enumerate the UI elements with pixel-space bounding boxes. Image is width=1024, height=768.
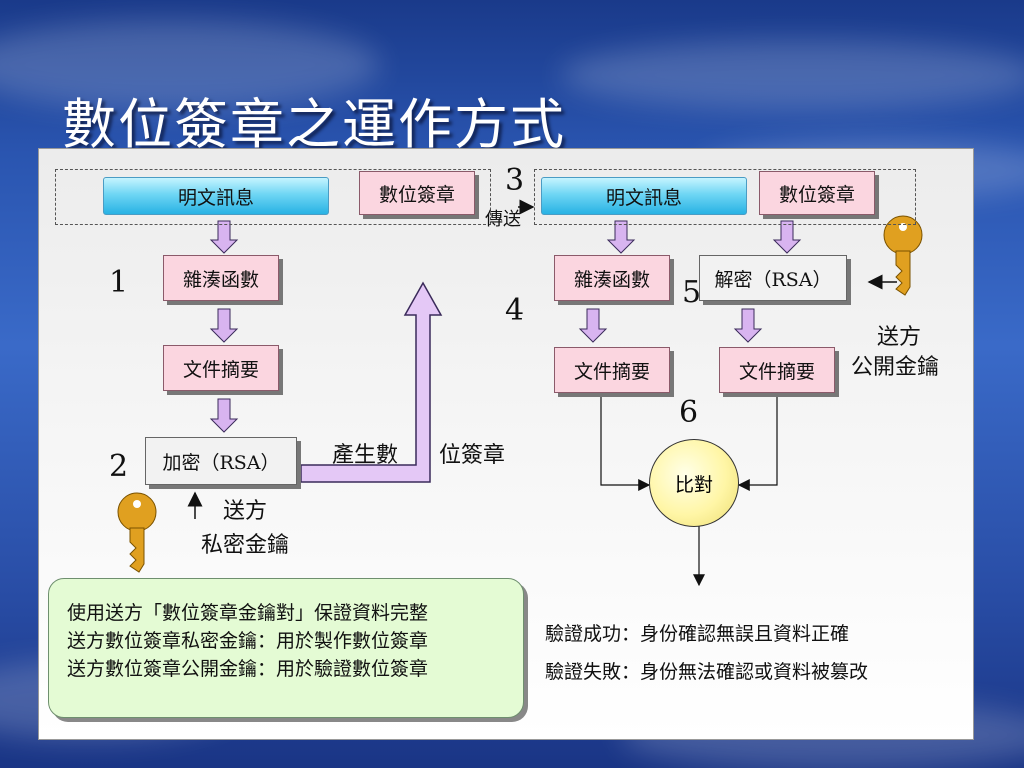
receiver-message-box: 明文訊息 [541, 177, 747, 215]
step-number-6: 6 [679, 395, 699, 430]
sender-message-box: 明文訊息 [103, 177, 329, 215]
receiver-hash-box: 雜湊函數 [554, 255, 670, 301]
note-line-1: 使用送方「數位簽章金鑰對」保證資料完整 [67, 602, 429, 624]
step-number-4: 4 [505, 293, 525, 328]
arrow-down-decrypt-to-digest [733, 308, 763, 343]
line-digest-left-to-compare [600, 392, 651, 491]
arrow-down-hash-to-digest [209, 308, 239, 343]
receiver-decrypt-box: 解密（RSA） [699, 255, 847, 301]
connector-layer [117, 199, 923, 587]
note-line-2: 送方數位簽章私密金鑰：用於製作數位簽章 [67, 630, 429, 652]
sender-signature-box: 數位簽章 [359, 171, 475, 215]
step-number-2: 2 [109, 449, 129, 484]
private-key-label-2: 私密金鑰 [201, 533, 290, 558]
step-number-5: 5 [682, 275, 702, 310]
receiver-digest-left-box: 文件摘要 [554, 347, 670, 393]
result-failure: 驗證失敗：身份無法確認或資料被篡改 [545, 661, 869, 683]
receiver-package-frame [534, 169, 916, 225]
public-key-label-2: 公開金鑰 [851, 355, 940, 380]
public-key-icon [883, 215, 923, 296]
line-digest-right-to-compare [737, 392, 778, 491]
step-number-3: 3 [505, 163, 525, 198]
arrow-produce-signature [300, 281, 443, 483]
arrow-down-msg-to-hash [209, 220, 239, 254]
result-success: 驗證成功：身份確認無誤且資料正確 [545, 623, 850, 645]
produce-signature-label-2: 位簽章 [439, 443, 506, 468]
diagram-panel: 明文訊息 數位簽章 雜湊函數 文件摘要 加密（RSA） 產生數 位簽章 送方 私… [38, 148, 974, 740]
public-key-label-1: 送方 [877, 325, 922, 350]
receiver-digest-right-box: 文件摘要 [719, 347, 835, 393]
arrow-down-digest-to-encrypt [209, 398, 239, 433]
transfer-label: 傳送 [485, 209, 521, 230]
arrow-down-rmsg-to-hash [606, 220, 636, 254]
sender-package-frame [55, 169, 491, 225]
sender-digest-box: 文件摘要 [163, 345, 279, 391]
key-pair-note: 使用送方「數位簽章金鑰對」保證資料完整 送方數位簽章私密金鑰：用於製作數位簽章 … [48, 578, 524, 718]
private-key-icon [117, 492, 157, 573]
receiver-signature-box: 數位簽章 [759, 171, 875, 215]
private-key-label-1: 送方 [223, 499, 268, 524]
sender-hash-box: 雜湊函數 [163, 255, 279, 301]
arrow-down-rhash-to-digest [578, 308, 608, 343]
step-number-1: 1 [109, 265, 129, 300]
verification-results: 驗證成功：身份確認無誤且資料正確 驗證失敗：身份無法確認或資料被篡改 [545, 615, 868, 691]
sender-encrypt-box: 加密（RSA） [145, 437, 297, 485]
produce-signature-label-1: 產生數 [332, 443, 399, 468]
slide-title: 數位簽章之運作方式 [62, 93, 566, 156]
compare-circle: 比對 [649, 439, 739, 527]
note-line-3: 送方數位簽章公開金鑰：用於驗證數位簽章 [67, 658, 429, 680]
arrow-down-rsig-to-decrypt [772, 220, 802, 254]
